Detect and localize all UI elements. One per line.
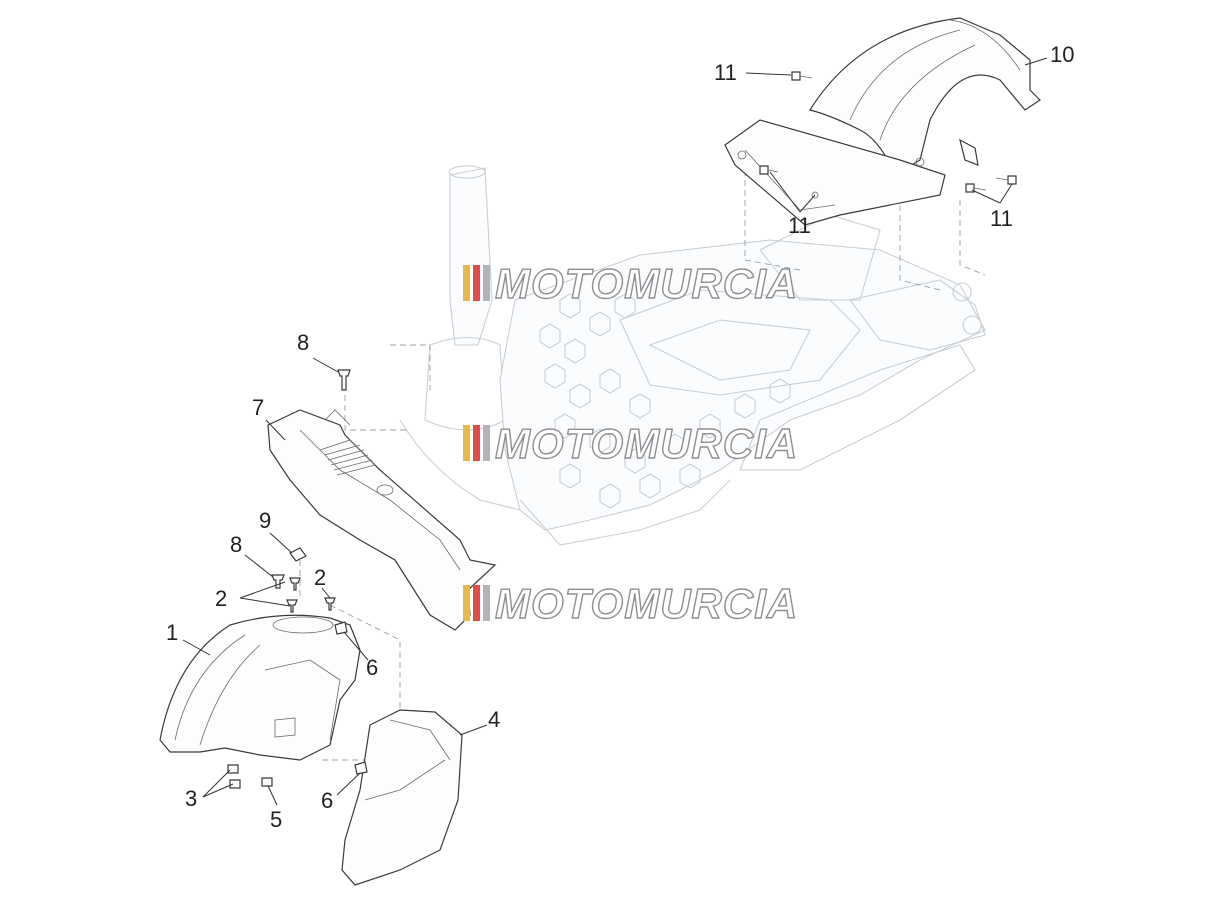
callout-10: 10 (1050, 42, 1074, 67)
watermark-stripe (483, 265, 490, 301)
watermark-stripe (473, 585, 480, 621)
callout-2-right: 2 (314, 565, 326, 590)
watermark-text: MOTOMURCIA (495, 260, 798, 307)
inner-leg-shield (267, 409, 497, 631)
watermark-text: MOTOMURCIA (495, 420, 798, 467)
front-mudguard (159, 614, 361, 761)
watermark-text: MOTOMURCIA (495, 580, 798, 627)
watermark-middle: MOTOMURCIA (463, 419, 798, 468)
watermark-stripe (473, 265, 480, 301)
watermark-stripe (483, 585, 490, 621)
callout-11-right: 11 (990, 206, 1013, 231)
watermark-stripe (463, 585, 470, 621)
callout-6-top: 6 (366, 655, 378, 680)
watermark-stripe (463, 265, 470, 301)
watermark-stripe (473, 425, 480, 461)
callout-11-middle: 11 (788, 213, 811, 238)
callout-7: 7 (252, 395, 264, 420)
leader-lines (182, 57, 1048, 806)
watermark-stripe (483, 425, 490, 461)
mudguard-cover (341, 709, 463, 886)
callout-1: 1 (166, 620, 178, 645)
callout-8-bottom: 8 (230, 532, 242, 557)
callout-labels: 1 2 2 3 4 5 6 6 7 8 8 9 10 11 11 11 (166, 42, 1074, 832)
watermark-top: MOTOMURCIA (463, 259, 798, 308)
watermark-bottom: MOTOMURCIA (463, 579, 798, 628)
callout-11-top: 11 (714, 60, 737, 85)
chassis-frame (399, 165, 986, 546)
callout-5: 5 (270, 807, 282, 832)
watermark-stripe (463, 425, 470, 461)
callout-8-top: 8 (297, 330, 309, 355)
callout-4: 4 (488, 707, 500, 732)
callout-2-left: 2 (215, 586, 227, 611)
assembly-guides (299, 160, 986, 761)
rear-mudguard (724, 17, 1041, 226)
callout-9: 9 (259, 508, 271, 533)
callout-6-bottom: 6 (321, 788, 333, 813)
callout-3: 3 (185, 786, 197, 811)
